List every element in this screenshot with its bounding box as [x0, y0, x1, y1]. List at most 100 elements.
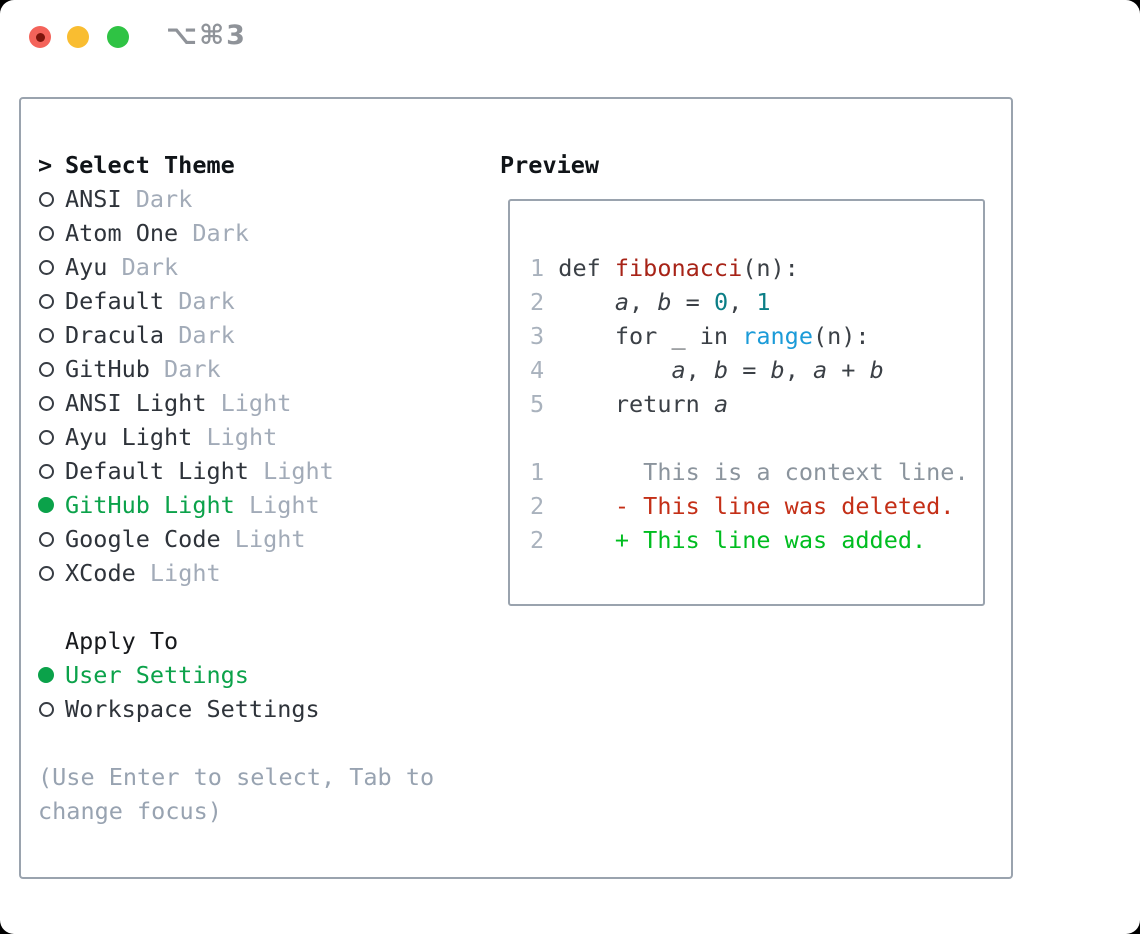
radio-empty-circle	[39, 701, 54, 717]
close-button[interactable]	[29, 26, 51, 48]
code-segment: ,	[728, 288, 757, 316]
code-segment: return	[558, 390, 714, 418]
code-segment: ,	[784, 356, 813, 384]
option-name: GitHub	[65, 355, 150, 383]
radio-icon	[38, 361, 65, 377]
theme-option-dracula[interactable]: Dracula Dark	[38, 318, 334, 352]
theme-option-ansi[interactable]: ANSI Dark	[38, 182, 334, 216]
code-segment: =	[671, 288, 714, 316]
code-segment: (n):	[812, 322, 870, 350]
option-variant: Dark	[192, 219, 249, 247]
radio-empty-circle	[39, 531, 54, 547]
option-name: Atom One	[65, 219, 179, 247]
code-segment: 1	[756, 288, 771, 316]
hint-text: (Use Enter to select, Tab to change focu…	[38, 760, 434, 828]
option-label: GitHub Light Light	[65, 491, 320, 519]
option-name: GitHub Light	[65, 491, 235, 519]
option-label: Ayu Light Light	[65, 423, 277, 451]
option-variant: Dark	[178, 321, 235, 349]
radio-icon	[38, 531, 65, 547]
radio-selected-icon	[38, 667, 65, 683]
option-variant: Light	[206, 423, 278, 451]
option-variant: Light	[220, 389, 292, 417]
hint-line-1: (Use Enter to select, Tab to	[38, 763, 435, 791]
code-segment: b	[657, 288, 672, 316]
radio-filled-circle	[38, 497, 54, 513]
theme-option-github-light[interactable]: GitHub Light Light	[38, 488, 334, 522]
apply-to-header: Apply To	[38, 624, 320, 658]
option-label: Dracula Dark	[65, 321, 235, 349]
theme-option-google-code[interactable]: Google Code Light	[38, 522, 334, 556]
code-line-7: 1 This is a context line.	[530, 455, 969, 489]
theme-option-ansi-light[interactable]: ANSI Light Light	[38, 386, 334, 420]
apply-option-workspace-settings[interactable]: Workspace Settings	[38, 692, 320, 726]
theme-option-atom-one[interactable]: Atom One Dark	[38, 216, 334, 250]
code-segment: fibonacci	[614, 254, 743, 282]
radio-icon	[38, 327, 65, 343]
radio-empty-circle	[39, 429, 54, 445]
line-number: 2	[530, 492, 559, 520]
line-number: 2	[530, 526, 559, 554]
apply-option-user-settings[interactable]: User Settings	[38, 658, 320, 692]
option-name: Workspace Settings	[65, 695, 320, 723]
code-segment: a	[713, 390, 729, 418]
radio-empty-circle	[39, 463, 54, 479]
radio-icon	[38, 429, 65, 445]
option-variant: Light	[234, 525, 306, 553]
option-label: Default Dark	[65, 287, 235, 315]
code-segment: b	[713, 356, 729, 384]
option-name: Dracula	[65, 321, 165, 349]
code-segment: a	[671, 356, 686, 384]
theme-option-github[interactable]: GitHub Dark	[38, 352, 334, 386]
radio-empty-circle	[39, 259, 54, 275]
option-label: Atom One Dark	[65, 219, 249, 247]
code-segment: a	[614, 288, 630, 316]
code-segment: +	[827, 356, 870, 384]
close-indicator-dot	[35, 32, 45, 42]
option-name: Google Code	[65, 525, 221, 553]
code-line-4: 4 a, b = b, a + b	[530, 353, 969, 387]
theme-option-xcode[interactable]: XCode Light	[38, 556, 334, 590]
code-segment: def	[558, 254, 615, 282]
line-number: 1	[530, 254, 559, 282]
option-variant: Light	[263, 457, 334, 485]
option-label: ANSI Dark	[65, 185, 192, 213]
line-number: 5	[530, 390, 559, 418]
code-segment: b	[869, 356, 884, 384]
theme-option-default[interactable]: Default Dark	[38, 284, 334, 318]
theme-option-default-light[interactable]: Default Light Light	[38, 454, 334, 488]
option-name: Ayu Light	[65, 423, 193, 451]
option-name: ANSI	[65, 185, 122, 213]
option-variant: Dark	[135, 185, 193, 213]
option-variant: Dark	[164, 355, 221, 383]
option-label: Ayu Dark	[65, 253, 178, 281]
preview-header: Preview	[500, 151, 600, 179]
radio-empty-circle	[39, 293, 54, 309]
radio-icon	[38, 293, 65, 309]
option-label: Workspace Settings	[65, 695, 320, 723]
option-label: User Settings	[65, 661, 249, 689]
line-number: 2	[530, 288, 559, 316]
zoom-button[interactable]	[107, 26, 129, 48]
radio-icon	[38, 701, 65, 717]
option-name: ANSI Light	[65, 389, 207, 417]
code-segment: 0	[713, 288, 729, 316]
cursor-arrow-icon: >	[38, 151, 53, 179]
option-variant: Dark	[121, 253, 179, 281]
option-variant: Light	[248, 491, 320, 519]
line-number: 3	[530, 322, 559, 350]
code-segment: - This line was deleted.	[558, 492, 955, 520]
minimize-button[interactable]	[67, 26, 89, 48]
code-line-1: 1 def fibonacci(n):	[530, 251, 969, 285]
theme-option-ayu[interactable]: Ayu Dark	[38, 250, 334, 284]
option-label: Default Light Light	[65, 457, 334, 485]
radio-empty-circle	[39, 191, 54, 207]
theme-option-ayu-light[interactable]: Ayu Light Light	[38, 420, 334, 454]
option-name: Ayu	[65, 253, 108, 281]
